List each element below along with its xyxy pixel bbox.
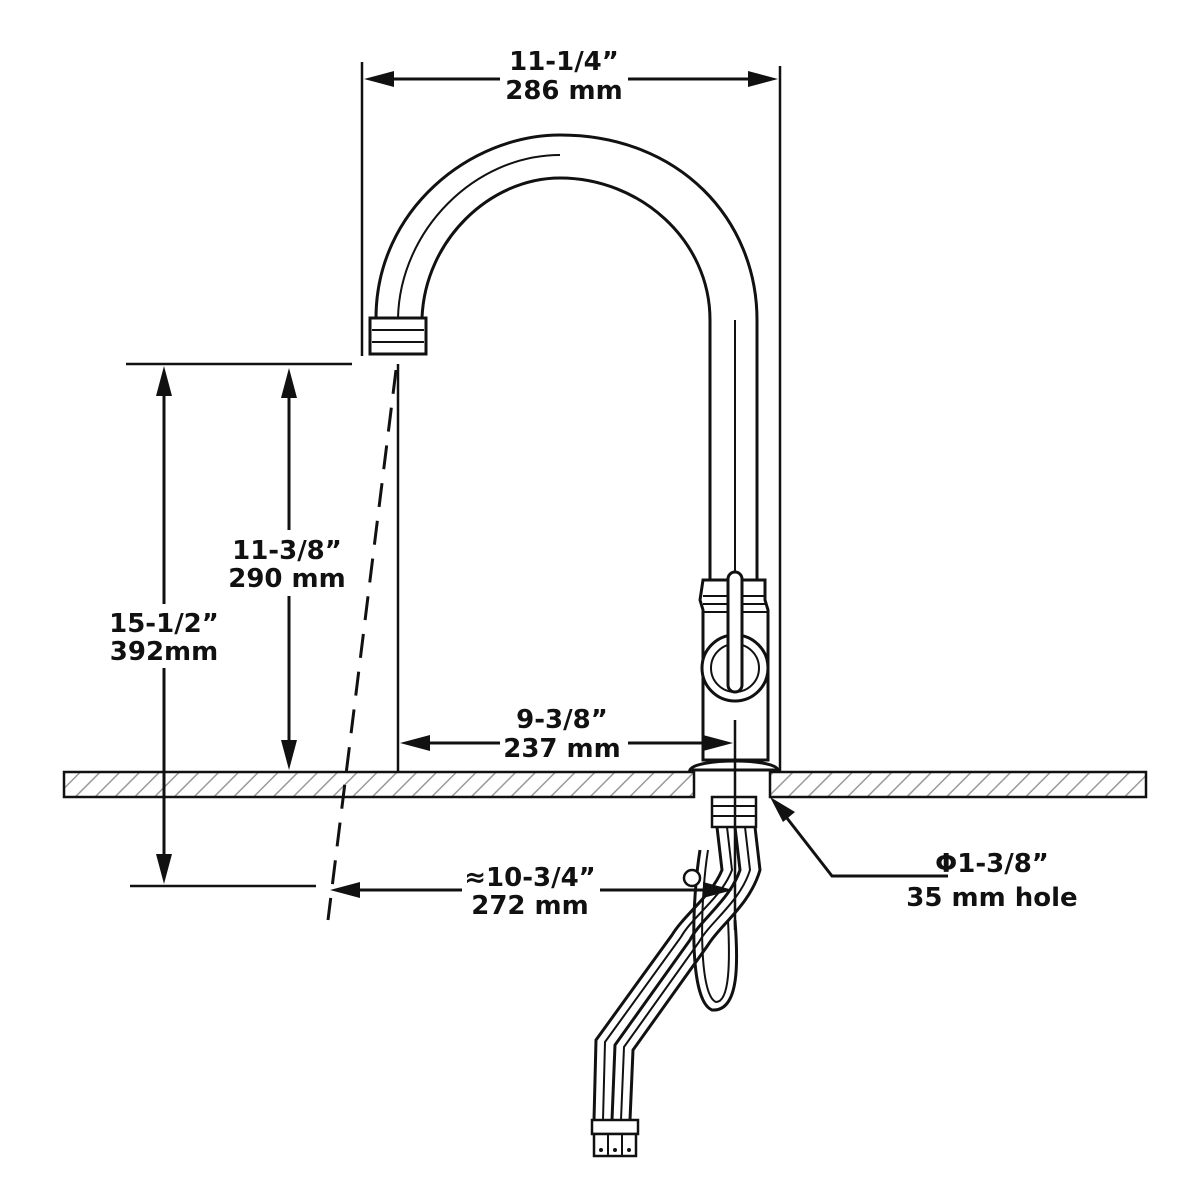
dim-spout-height: 11-3/8” 290 mm (228, 368, 348, 770)
spout-reach-metric: 286 mm (505, 76, 623, 106)
extension-lines (126, 62, 782, 930)
dim-overall-height: 15-1/2” 392mm (108, 366, 220, 884)
supply-hoses (590, 795, 762, 1158)
handle-lever (726, 570, 744, 694)
spout-to-center-metric: 237 mm (503, 734, 621, 764)
faucet-body (687, 570, 780, 772)
dim-spout-reach: 11-1/4” 286 mm (364, 47, 778, 106)
mounting-hole-metric: 35 mm hole (906, 883, 1077, 913)
spout-to-center-imperial: 9-3/8” (516, 705, 608, 735)
faucet-spout (368, 133, 759, 582)
overall-height-metric: 392mm (110, 637, 218, 667)
dim-hose-reach: ≈10-3/4” 272 mm (330, 863, 733, 921)
spout-height-imperial: 11-3/8” (232, 536, 342, 566)
hose-reach-imperial: ≈10-3/4” (464, 863, 596, 893)
spout-reach-imperial: 11-1/4” (509, 47, 619, 77)
overall-height-imperial: 15-1/2” (109, 609, 219, 639)
mounting-hole-imperial: Φ1-3/8” (935, 849, 1049, 879)
hose-nut (592, 1132, 638, 1158)
hose-fitting (590, 1118, 640, 1136)
spout-nozzle (368, 316, 428, 356)
countertop (62, 770, 1148, 799)
dim-spout-to-center: 9-3/8” 237 mm (400, 705, 733, 764)
spout-height-metric: 290 mm (228, 564, 346, 594)
hose-reach-metric: 272 mm (471, 891, 589, 921)
water-stream-line (326, 369, 398, 921)
dim-mounting-hole: Φ1-3/8” 35 mm hole (770, 797, 1078, 913)
